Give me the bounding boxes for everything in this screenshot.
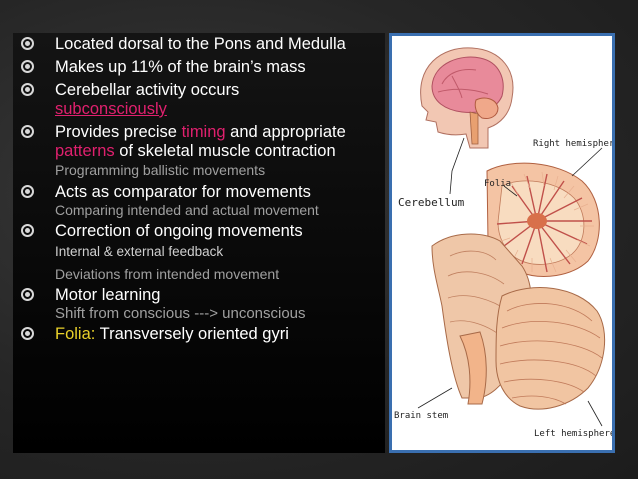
bullet-marker-icon (21, 224, 34, 237)
bullet-subtext: Comparing intended and actual movement (55, 202, 319, 218)
bullet-marker-icon (21, 125, 34, 138)
left-hemisphere-illustration (495, 287, 606, 410)
bullet-text: Provides precise timing and appropriate … (55, 123, 346, 178)
bullet-item: Located dorsal to the Pons and Medulla (13, 35, 385, 54)
cerebellum-illustration: Right hemisphere Folia Cerebellum Brain … (394, 47, 612, 439)
patterns-highlight: patterns (55, 142, 115, 160)
folia-figure-label: Folia (484, 179, 511, 189)
cerebellum-figure: Right hemisphere Folia Cerebellum Brain … (389, 33, 615, 453)
bullet-text: Motor learning (55, 286, 161, 304)
bullet-item: Correction of ongoing movements Internal… (13, 222, 385, 283)
bullet-marker-icon (21, 83, 34, 96)
bullet-marker-icon (21, 288, 34, 301)
right-hemisphere-label: Right hemisphere (533, 139, 612, 149)
bullet-marker-icon (21, 185, 34, 198)
bullet-text: Acts as comparator for movements (55, 183, 311, 201)
bullet-list: Located dorsal to the Pons and Medulla M… (13, 35, 385, 344)
head-illustration (420, 47, 514, 149)
bullet-item: Cerebellar activity occurs subconsciousl… (13, 81, 385, 119)
bullet-item: Motor learning Shift from conscious --->… (13, 286, 385, 322)
leader-lines (417, 137, 603, 427)
left-hemisphere-label: Left hemisphere (534, 429, 612, 439)
bullet-subtext: Deviations from intended movement (55, 266, 280, 282)
bullet-item: Makes up 11% of the brain’s mass (13, 58, 385, 77)
bullet-item: Folia: Transversely oriented gyri (13, 325, 385, 344)
bullet-text: Folia: Transversely oriented gyri (55, 325, 289, 343)
bullet-subtext: Internal & external feedback (55, 244, 224, 259)
bullet-text-box: Located dorsal to the Pons and Medulla M… (13, 33, 385, 453)
bullet-marker-icon (21, 60, 34, 73)
bullet-item: Acts as comparator for movements Compari… (13, 183, 385, 219)
bullet-text: Makes up 11% of the brain’s mass (55, 58, 306, 76)
bullet-text: Correction of ongoing movements (55, 222, 303, 240)
cerebellum-label: Cerebellum (398, 196, 465, 209)
folia-label: Folia: (55, 325, 96, 343)
bullet-subtext: Programming ballistic movements (55, 162, 266, 178)
figure-labels: Right hemisphere Folia Cerebellum Brain … (394, 139, 612, 439)
brain-stem-label: Brain stem (394, 411, 448, 421)
bullet-subtext: Shift from conscious ---> unconscious (55, 305, 306, 322)
bullet-marker-icon (21, 37, 34, 50)
bullet-marker-icon (21, 327, 34, 340)
bullet-text: Cerebellar activity occurs (55, 81, 240, 99)
bullet-item: Provides precise timing and appropriate … (13, 123, 385, 180)
bullet-text: Located dorsal to the Pons and Medulla (55, 35, 346, 53)
timing-highlight: timing (181, 123, 226, 141)
subconsciously-link[interactable]: subconsciously (55, 100, 167, 118)
